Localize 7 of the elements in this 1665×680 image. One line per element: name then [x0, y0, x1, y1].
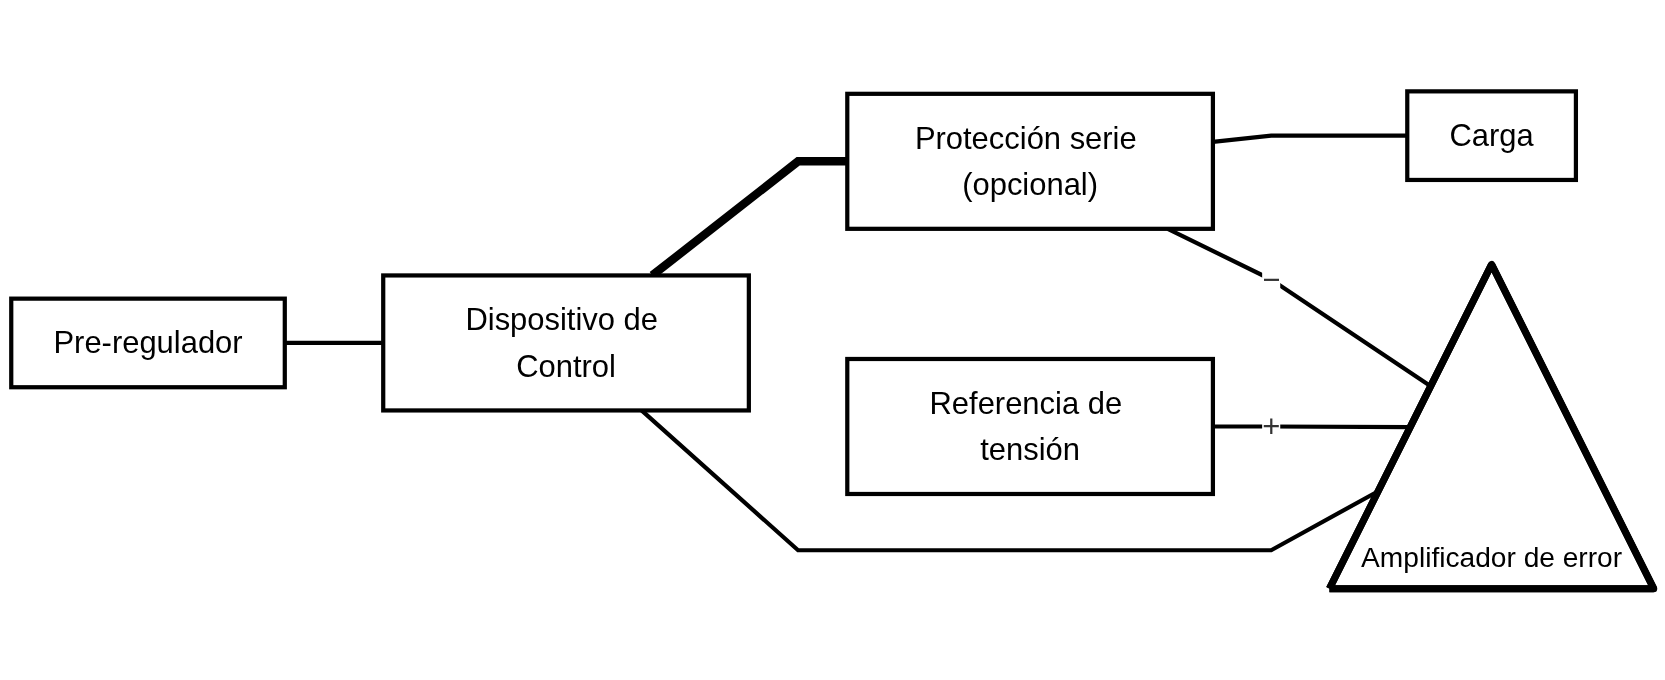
node-box: Referencia de tensión [845, 356, 1215, 497]
node-box: Carga [1405, 89, 1578, 183]
node-box: Protección serie (opcional) [845, 91, 1215, 231]
edge-label: + [1262, 408, 1281, 445]
node-box: Pre-regulador [9, 296, 287, 390]
edge-label: − [1262, 261, 1281, 298]
node-box: Dispositivo de Control [381, 273, 751, 413]
